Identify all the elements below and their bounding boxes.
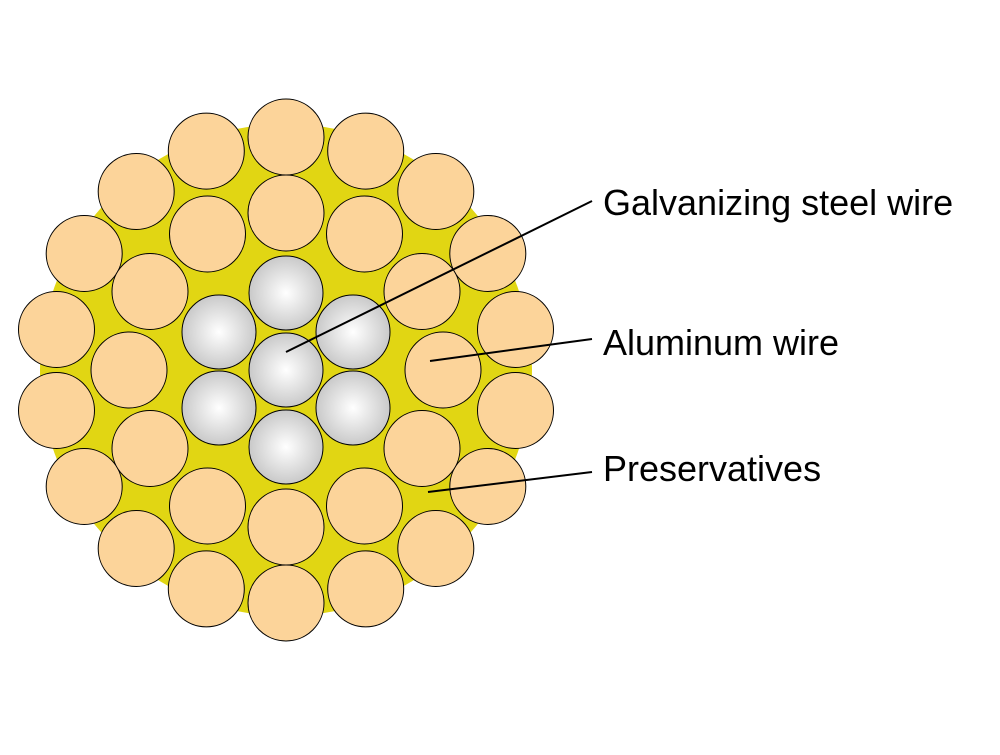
aluminum-wire bbox=[167, 112, 245, 190]
steel-wire bbox=[248, 255, 324, 331]
aluminum-wire bbox=[383, 410, 461, 487]
aluminum-wire bbox=[326, 195, 403, 273]
aluminum-wire bbox=[90, 331, 168, 409]
aluminum-wire bbox=[397, 153, 475, 230]
aluminum-wire bbox=[247, 98, 325, 176]
leader-line-steel bbox=[285, 200, 593, 353]
aluminum-wire bbox=[326, 467, 403, 545]
steel-wire bbox=[315, 294, 391, 370]
aluminum-wire bbox=[111, 253, 189, 330]
steel-wire bbox=[315, 370, 391, 446]
leader-line-aluminum bbox=[429, 338, 593, 362]
steel-wire bbox=[248, 409, 324, 485]
steel-wire bbox=[181, 294, 257, 370]
steel-wire-label: Galvanizing steel wire bbox=[603, 182, 954, 223]
aluminum-wire bbox=[477, 291, 554, 368]
aluminum-wire bbox=[327, 550, 405, 628]
steel-wire bbox=[248, 332, 324, 408]
aluminum-wire bbox=[18, 372, 95, 449]
leader-lines bbox=[285, 200, 593, 493]
aluminum-wire bbox=[169, 467, 246, 545]
aluminum-wire bbox=[45, 215, 123, 292]
steel-wire-core bbox=[181, 255, 391, 485]
aluminum-wire bbox=[169, 195, 246, 273]
aluminum-wire bbox=[449, 448, 527, 525]
aluminum-wire bbox=[383, 253, 461, 330]
leader-line-preservatives bbox=[427, 471, 593, 493]
aluminum-wire bbox=[45, 448, 123, 525]
aluminum-wire bbox=[111, 410, 189, 487]
aluminum-wire bbox=[404, 331, 482, 409]
aluminum-wire bbox=[97, 153, 175, 230]
aluminum-wire bbox=[397, 510, 475, 587]
preservatives-label: Preservatives bbox=[603, 448, 822, 489]
aluminum-wire-layer bbox=[18, 98, 554, 642]
aluminum-wire bbox=[167, 550, 245, 628]
steel-wire bbox=[181, 370, 257, 446]
aluminum-wire bbox=[97, 510, 175, 587]
aluminum-wire bbox=[247, 174, 325, 252]
aluminum-wire bbox=[247, 564, 325, 642]
aluminum-wire bbox=[18, 291, 95, 368]
aluminum-wire bbox=[477, 372, 554, 449]
aluminum-wire bbox=[247, 488, 325, 566]
aluminum-wire-label: Aluminum wire bbox=[603, 322, 840, 363]
aluminum-wire bbox=[327, 112, 405, 190]
